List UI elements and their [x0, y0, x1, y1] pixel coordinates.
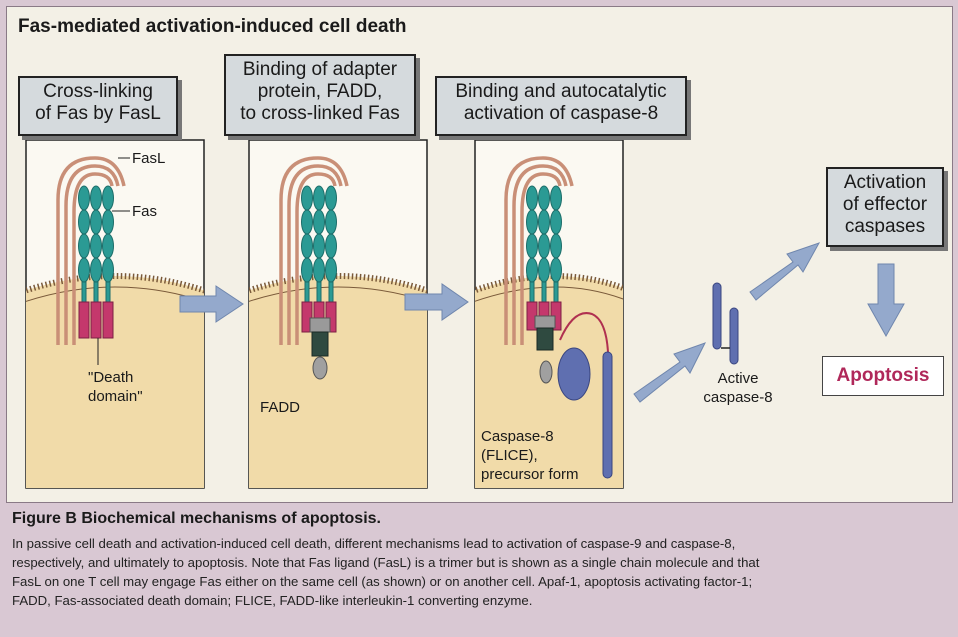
- arrow-step-2: [404, 283, 469, 321]
- caption-body: In passive cell death and activation-ind…: [12, 534, 942, 610]
- caspase8-precursor: [557, 312, 613, 479]
- fasl-label: FasL: [132, 150, 166, 167]
- cell-diagram-1: [25, 139, 205, 489]
- death-domain-1: [78, 301, 114, 339]
- arrow-to-active: [633, 342, 707, 403]
- fas-receptor-2: [301, 185, 337, 303]
- caption-line: FasL on one T cell may engage Fas either…: [12, 574, 753, 589]
- step-1-header: Cross-linking of Fas by FasL: [18, 76, 178, 136]
- caption-line: respectively, and ultimately to apoptosi…: [12, 555, 760, 570]
- arrow-to-apoptosis: [867, 263, 905, 338]
- apoptosis-box: Apoptosis: [822, 356, 944, 396]
- step-2-header: Binding of adapter protein, FADD, to cro…: [224, 54, 416, 136]
- active-caspase8-label: Active caspase-8: [703, 370, 773, 406]
- caspase8-precursor-label: Caspase-8 (FLICE), precursor form: [481, 428, 579, 483]
- fas-label: Fas: [132, 203, 158, 220]
- caption-title: Figure B Biochemical mechanisms of apopt…: [12, 510, 381, 527]
- arrow-step-1: [179, 285, 244, 323]
- fas-receptor-1: [78, 185, 114, 303]
- fadd-label: FADD: [260, 399, 301, 416]
- cell-diagram-2: [248, 139, 428, 489]
- caption-line: FADD, Fas-associated death domain; FLICE…: [12, 593, 533, 608]
- fas-receptor-3: [526, 185, 562, 303]
- active-caspase8: [712, 282, 739, 365]
- fasl-ligand-1: [56, 156, 126, 345]
- fadd-adapter-2: [309, 317, 331, 380]
- figure-title: Fas-mediated activation-induced cell dea…: [18, 16, 407, 37]
- caption-line: In passive cell death and activation-ind…: [12, 536, 736, 551]
- effector-caspases-box: Activation of effector caspases: [826, 167, 944, 247]
- arrow-to-effector: [749, 242, 821, 301]
- fasl-ligand-3: [504, 156, 574, 345]
- death-domain-label: "Death domain": [88, 369, 143, 405]
- fasl-ligand-2: [279, 156, 349, 345]
- step-3-header: Binding and autocatalytic activation of …: [435, 76, 687, 136]
- fadd-adapter-3: [534, 315, 556, 384]
